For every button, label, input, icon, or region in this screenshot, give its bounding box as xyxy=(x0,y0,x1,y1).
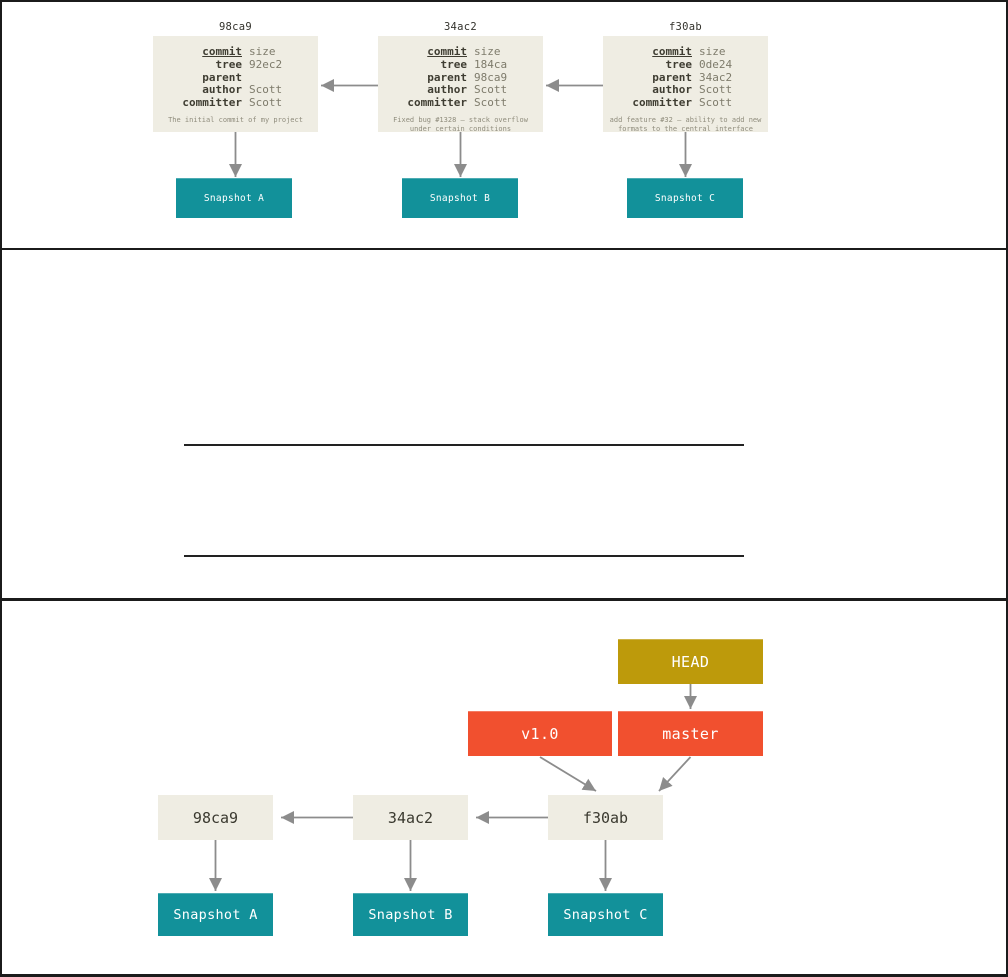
table-rule-bottom xyxy=(184,555,744,557)
commit-message-line: The initial commit of my project xyxy=(168,115,303,124)
tag-v1-0-box: v1.0 xyxy=(468,711,612,756)
commit-hash-label: 34ac2 xyxy=(443,21,478,33)
snapshot-a-box: Snapshot A xyxy=(176,178,292,218)
field-key: parent xyxy=(652,70,692,84)
commit-f30ab-box: f30ab xyxy=(548,795,663,840)
page-border-top xyxy=(0,0,1008,2)
snapshot-b-box: Snapshot B xyxy=(402,178,518,218)
field-key: author xyxy=(652,83,692,97)
field-key: committer xyxy=(182,96,242,110)
commit-34ac2-box: 34ac2 xyxy=(353,795,468,840)
field-key: committer xyxy=(632,96,692,110)
field-key: parent xyxy=(427,70,467,84)
field-key: committer xyxy=(407,96,467,110)
snapshot-a-box-bottom: Snapshot A xyxy=(158,893,273,936)
field-key: author xyxy=(202,83,242,97)
field-key: commit xyxy=(427,45,467,58)
head-ref-box: HEAD xyxy=(618,639,763,684)
commit-98ca9-box: 98ca9 xyxy=(158,795,273,840)
snapshot-c-box-bottom: Snapshot C xyxy=(548,893,663,936)
commit-message-line: formats to the central interface xyxy=(618,124,753,133)
field-value: Scott xyxy=(249,83,283,97)
branch-master-box: master xyxy=(618,711,763,756)
page-border-bottom xyxy=(0,974,1008,977)
commit-message-line: under certain conditions xyxy=(409,124,512,133)
commit-message-line: Fixed bug #1328 – stack overflow xyxy=(393,115,528,124)
snapshot-c-box: Snapshot C xyxy=(627,178,743,218)
field-key: tree xyxy=(440,57,468,71)
field-value: 34ac2 xyxy=(699,70,733,84)
section-separator-2 xyxy=(0,598,1008,601)
field-value: 184ca xyxy=(474,57,508,71)
section-separator-1 xyxy=(0,248,1008,250)
snapshot-b-box-bottom: Snapshot B xyxy=(353,893,468,936)
page-border-right xyxy=(1006,0,1008,977)
commit-message: Fixed bug #1328 – stack overflow under c… xyxy=(378,116,543,134)
field-key: parent xyxy=(202,70,242,84)
field-key: tree xyxy=(215,57,243,71)
field-key: author xyxy=(427,83,467,97)
field-value: 92ec2 xyxy=(249,57,283,71)
field-value: Scott xyxy=(474,83,508,97)
field-value: 98ca9 xyxy=(474,70,508,84)
field-value: Scott xyxy=(474,96,508,110)
commit-hash-label: f30ab xyxy=(668,21,703,33)
field-value: 0de24 xyxy=(699,57,733,71)
field-value: size xyxy=(249,45,276,58)
field-key: commit xyxy=(652,45,692,58)
arrow-master-to-f30ab xyxy=(658,756,692,792)
field-value: Scott xyxy=(699,83,733,97)
page-border-left xyxy=(0,0,2,977)
commit-hash-label: 98ca9 xyxy=(218,21,253,33)
field-key: tree xyxy=(665,57,693,71)
field-value: Scott xyxy=(699,96,733,110)
commit-message-line: add feature #32 – ability to add new xyxy=(609,115,762,124)
commit-message: The initial commit of my project xyxy=(153,116,318,125)
table-rule-top xyxy=(184,444,744,446)
field-value: size xyxy=(699,45,726,58)
arrow-v1-0-to-f30ab xyxy=(539,756,597,792)
field-key: commit xyxy=(202,45,242,58)
commit-message: add feature #32 – ability to add new for… xyxy=(603,116,768,134)
field-value: Scott xyxy=(249,96,283,110)
field-value: size xyxy=(474,45,501,58)
